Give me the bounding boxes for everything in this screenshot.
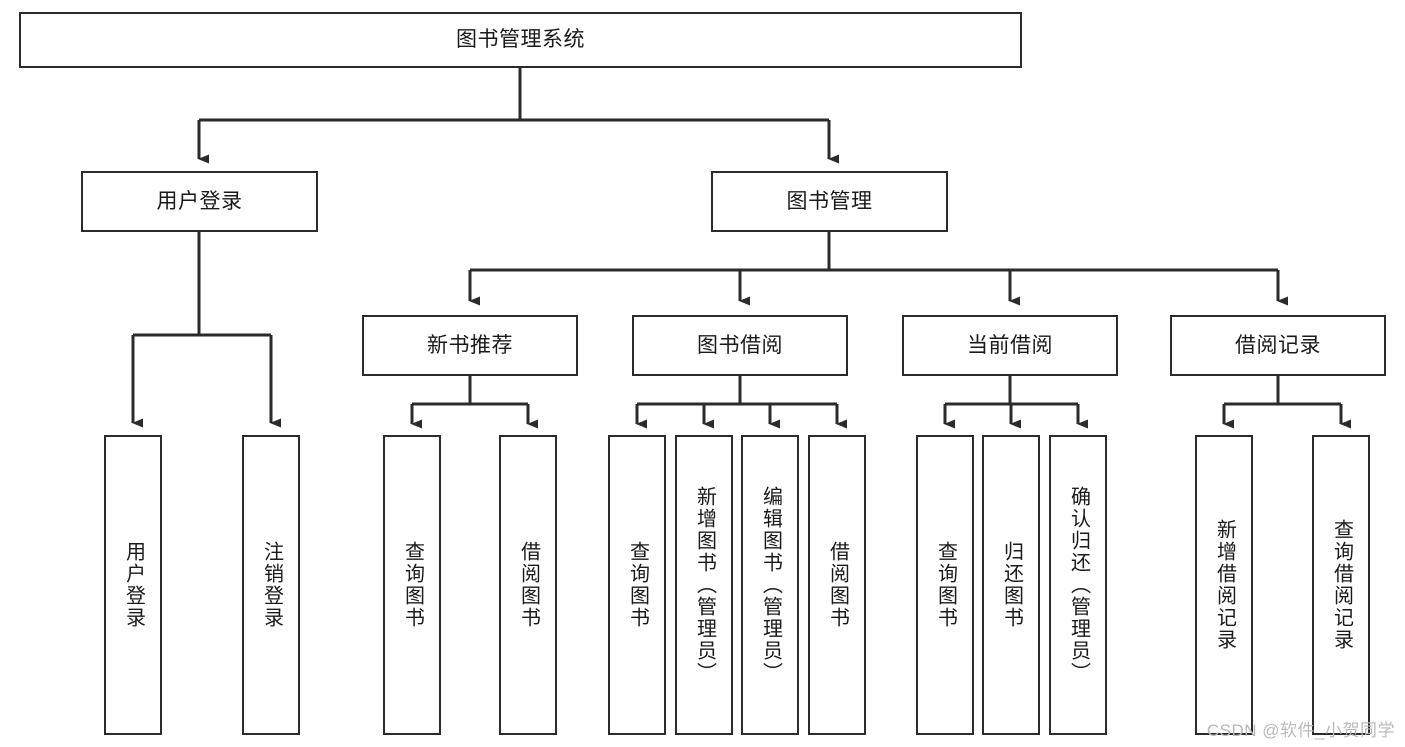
node-leaf-query-book-2[interactable]: 查询图书	[608, 435, 666, 735]
node-leaf-edit-book-label: 编辑图书（管理员）	[759, 486, 782, 684]
node-user-login[interactable]: 用户登录	[81, 171, 318, 232]
node-new-book-recommend-label: 新书推荐	[427, 333, 513, 357]
node-book-manage-label: 图书管理	[786, 189, 873, 213]
node-leaf-query-record-label: 查询借阅记录	[1330, 519, 1353, 651]
node-book-manage[interactable]: 图书管理	[711, 171, 948, 232]
node-leaf-borrow-book-1[interactable]: 借阅图书	[499, 435, 557, 735]
node-user-login-label: 用户登录	[156, 189, 243, 213]
node-leaf-add-record[interactable]: 新增借阅记录	[1195, 435, 1253, 735]
node-new-book-recommend[interactable]: 新书推荐	[362, 315, 578, 376]
node-book-borrow-label: 图书借阅	[697, 333, 783, 357]
node-borrow-record[interactable]: 借阅记录	[1170, 315, 1386, 376]
node-leaf-borrow-book-1-label: 借阅图书	[517, 541, 540, 629]
node-leaf-query-record[interactable]: 查询借阅记录	[1312, 435, 1370, 735]
node-leaf-borrow-book-2[interactable]: 借阅图书	[808, 435, 866, 735]
node-leaf-return-book-label: 归还图书	[1000, 541, 1023, 629]
node-leaf-query-book-2-label: 查询图书	[626, 541, 649, 629]
node-leaf-query-book-3-label: 查询图书	[934, 541, 957, 629]
node-borrow-record-label: 借阅记录	[1235, 333, 1321, 357]
node-root[interactable]: 图书管理系统	[19, 12, 1022, 68]
node-leaf-query-book-1[interactable]: 查询图书	[383, 435, 441, 735]
node-leaf-return-book[interactable]: 归还图书	[982, 435, 1040, 735]
node-leaf-confirm-return-label: 确认归还（管理员）	[1067, 486, 1090, 684]
node-leaf-query-book-3[interactable]: 查询图书	[916, 435, 974, 735]
node-root-label: 图书管理系统	[456, 28, 585, 52]
node-leaf-confirm-return[interactable]: 确认归还（管理员）	[1049, 435, 1107, 735]
node-leaf-add-record-label: 新增借阅记录	[1213, 519, 1236, 651]
node-leaf-user-login[interactable]: 用户登录	[104, 435, 162, 735]
node-current-borrow-label: 当前借阅	[967, 333, 1053, 357]
node-leaf-add-book-label: 新增图书（管理员）	[693, 486, 716, 684]
node-leaf-logout-login-label: 注销登录	[260, 541, 283, 629]
node-leaf-borrow-book-2-label: 借阅图书	[826, 541, 849, 629]
node-leaf-query-book-1-label: 查询图书	[401, 541, 424, 629]
node-book-borrow[interactable]: 图书借阅	[632, 315, 848, 376]
node-leaf-user-login-label: 用户登录	[122, 541, 145, 629]
node-leaf-logout-login[interactable]: 注销登录	[242, 435, 300, 735]
node-leaf-edit-book[interactable]: 编辑图书（管理员）	[741, 435, 799, 735]
node-current-borrow[interactable]: 当前借阅	[902, 315, 1118, 376]
node-leaf-add-book[interactable]: 新增图书（管理员）	[675, 435, 733, 735]
